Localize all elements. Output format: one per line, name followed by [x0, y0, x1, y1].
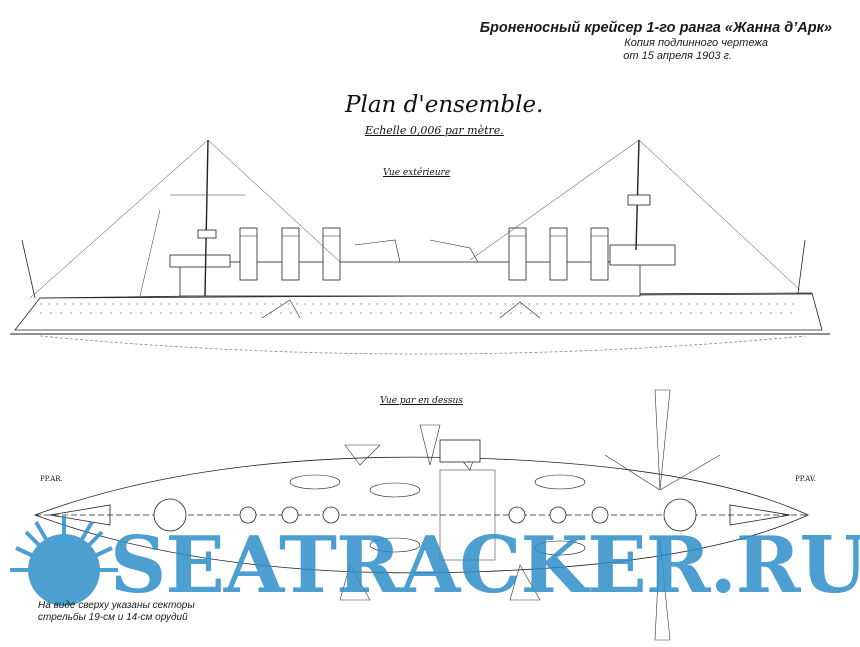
deck-outline: [33, 456, 809, 574]
midship-structure: [439, 469, 496, 561]
note-line-1: На виде сверху указаны секторы: [38, 600, 195, 611]
bow-detail: [729, 504, 791, 526]
rigging: [29, 139, 801, 299]
side-elevation: [10, 139, 830, 355]
stern-detail: [49, 504, 111, 526]
plan-scale: Echelle 0,006 par mètre.: [365, 124, 504, 137]
header-subtitle-2: от 15 апреля 1903 г.: [623, 50, 732, 62]
underwater-hull: [39, 335, 806, 355]
funnel-tops: [239, 506, 609, 524]
aft-bridge: [169, 254, 231, 268]
jack-staff-aft: [21, 239, 36, 299]
header-title: Броненосный крейсер 1-го ранга «Жанна д’…: [479, 20, 832, 36]
funnel-2: [281, 227, 300, 281]
fwd-turret: [663, 498, 697, 532]
main-mast: [204, 139, 209, 297]
deckhouse: [439, 439, 481, 463]
note-line-2: стрельбы 19-см и 14-см орудий: [38, 612, 188, 623]
funnel-4: [508, 227, 527, 281]
funnel-6: [590, 227, 609, 281]
funnels: [239, 227, 609, 281]
plan-title: Plan d'ensemble.: [345, 92, 544, 118]
watermark-text: SEATRACKER.RU: [110, 520, 860, 611]
fore-fighting-top: [627, 194, 651, 206]
fwd-perpendicular-mark: PP.AV.: [795, 475, 816, 483]
main-fighting-top: [197, 229, 217, 239]
hull-outline: [14, 292, 823, 331]
fwd-bridge: [609, 244, 676, 266]
funnel-5: [549, 227, 568, 281]
header-subtitle-1: Копия подлинного чертежа: [624, 37, 768, 49]
boats: [289, 474, 586, 556]
aft-turret: [153, 498, 187, 532]
portholes: [40, 303, 800, 314]
aft-perpendicular-mark: PP.AR.: [40, 475, 63, 483]
jack-staff-fwd: [797, 239, 806, 294]
plan-view: [33, 389, 809, 641]
top-view-label: Vue par en dessus: [380, 396, 463, 406]
firing-sector-note: На виде сверху указаны секторы стрельбы …: [38, 600, 218, 624]
side-view-label: Vue extérieure: [383, 168, 451, 178]
sun-burst-icon: [10, 516, 118, 606]
boat-cranes: [261, 239, 541, 319]
funnel-1: [239, 227, 258, 281]
